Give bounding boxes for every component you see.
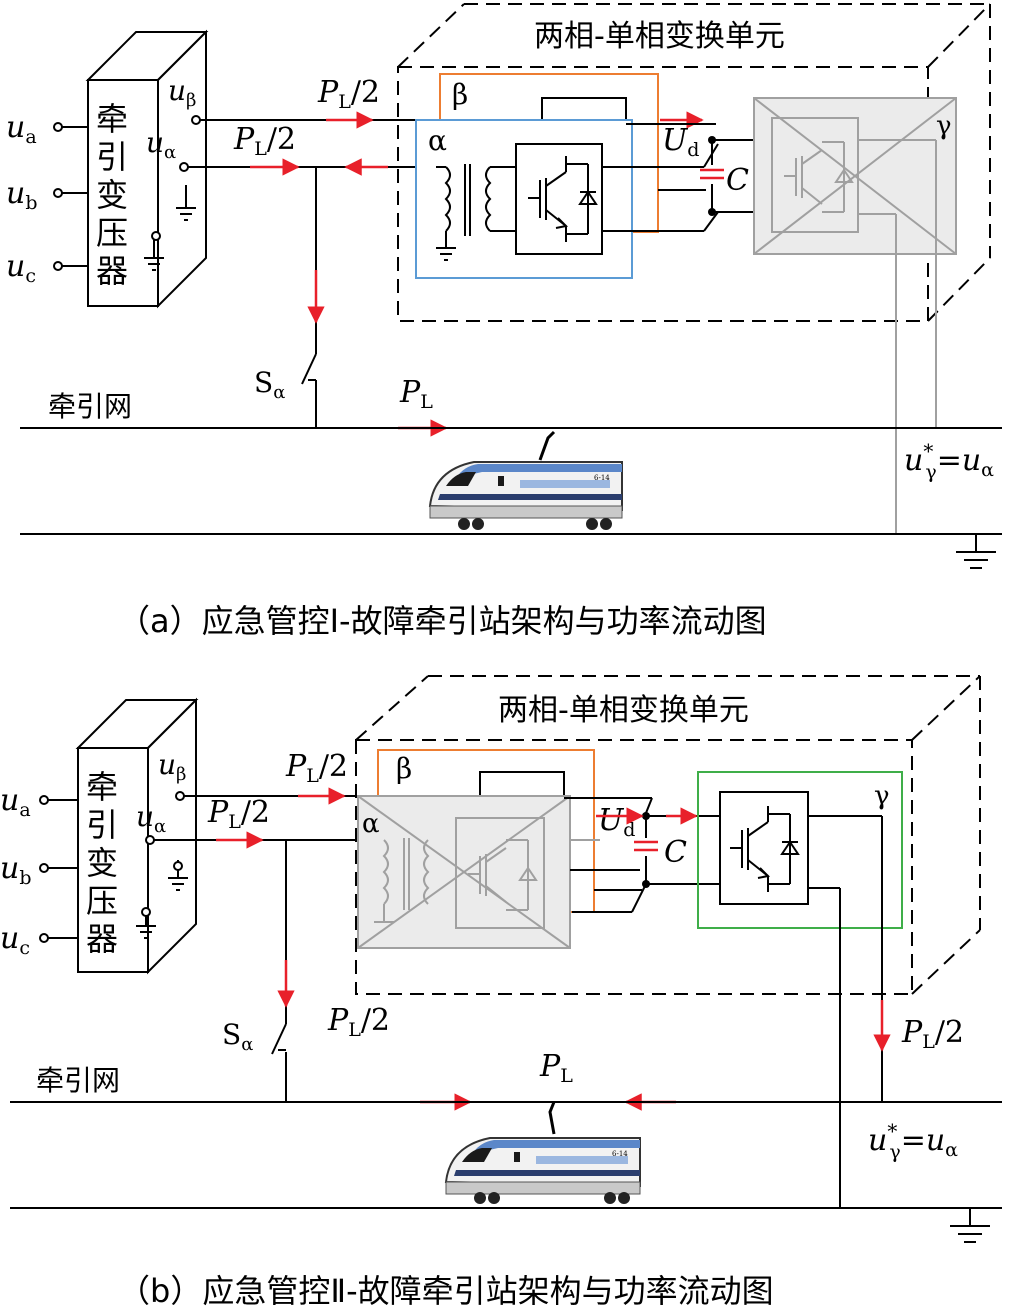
- panel-b: 两相-单相变换单元 牵 引 变 压 器 ua ub uc uβ uα: [0, 675, 1002, 1310]
- switch-label-a: Sα: [254, 366, 285, 403]
- caption-a: （a）应急管控Ⅰ-故障牵引站架构与功率流动图: [118, 602, 767, 640]
- gamma-leg-box-b: [697, 771, 903, 929]
- cap-label-b: C: [664, 835, 687, 870]
- train-code-b: 6-14: [612, 1150, 628, 1158]
- ref-label-b: u*γ=uα: [868, 1119, 958, 1163]
- flow-switch-label-b: PL/2: [327, 1003, 390, 1041]
- transformer-char-5: 器: [96, 252, 128, 290]
- beta-leg-label-a: β: [452, 78, 468, 111]
- caption-b: （b）应急管控Ⅱ-故障牵引站架构与功率流动图: [118, 1272, 774, 1310]
- input-ub: ub: [0, 851, 32, 889]
- converter-unit-box-a: [397, 3, 991, 322]
- port-beta-label-a: uβ: [168, 74, 196, 111]
- udc-label-a: Ud: [662, 123, 699, 161]
- alpha-leg-faulted-b: [357, 795, 571, 949]
- alpha-feeder-a: [188, 166, 436, 428]
- train-code-a: 6-14: [594, 474, 610, 482]
- panel-a: 两相-单相变换单元 牵 引 变 压 器 ua ub uc uβ uα: [6, 3, 1002, 640]
- switch-s-alpha-b: [271, 1023, 287, 1055]
- input-ub: ub: [6, 176, 38, 214]
- alpha-coupling-transformer-a: [436, 164, 516, 261]
- gamma-leg-label-a: γ: [936, 111, 952, 141]
- flow-beta-label-b: PL/2: [285, 749, 348, 787]
- input-ua: ua: [0, 783, 31, 821]
- udc-label-b: Ud: [598, 803, 635, 841]
- switch-s-alpha-a: [301, 353, 317, 385]
- flow-alpha-label-b: PL/2: [207, 795, 270, 833]
- capacitor-a: [700, 168, 724, 180]
- transformer-char-5: 器: [86, 920, 118, 958]
- ground-icon: [144, 185, 196, 271]
- port-alpha-label-a: uα: [146, 126, 176, 163]
- switch-label-b: Sα: [222, 1018, 253, 1055]
- train-icon: 6-14: [444, 1101, 641, 1204]
- input-uc: uc: [6, 249, 36, 287]
- port-alpha-label-b: uα: [136, 800, 166, 837]
- unit-title-a: 两相-单相变换单元: [534, 19, 785, 54]
- flow-beta-label-a: PL/2: [317, 75, 380, 113]
- capacitor-b: [634, 840, 658, 852]
- flow-grid-label-b: PL: [539, 1049, 573, 1087]
- flow-alpha-label-a: PL/2: [233, 122, 296, 160]
- gamma-output-b: [808, 815, 883, 1208]
- flow-gamma-label-b: PL/2: [901, 1015, 964, 1053]
- traction-transformer-b: 牵 引 变 压 器: [75, 697, 199, 975]
- transformer-char-3: 变: [96, 176, 128, 214]
- gamma-leg-faulted-a: [753, 97, 957, 534]
- grid-label-a: 牵引网: [48, 390, 132, 423]
- ref-label-a: u*γ=uα: [904, 439, 994, 483]
- ground-icon: [950, 1208, 990, 1243]
- igbt-symbol-icon: [528, 156, 598, 242]
- input-terminals-b: [39, 795, 78, 943]
- transformer-char-3: 变: [86, 844, 118, 882]
- transformer-char-4: 压: [86, 882, 118, 920]
- transformer-char-2: 引: [96, 138, 128, 176]
- transformer-char-4: 压: [96, 214, 128, 252]
- ground-icon: [956, 534, 996, 569]
- transformer-char-1: 牵: [96, 100, 128, 138]
- cap-label-a: C: [726, 163, 749, 198]
- input-ua: ua: [6, 110, 37, 148]
- beta-transformer-stub-b: [479, 771, 565, 799]
- igbt-symbol-icon: [730, 806, 800, 892]
- grid-label-b: 牵引网: [36, 1064, 120, 1097]
- flow-grid-label-a: PL: [399, 375, 433, 413]
- beta-leg-label-b: β: [396, 752, 412, 785]
- input-uc: uc: [0, 921, 30, 959]
- alpha-leg-label-a: α: [428, 124, 447, 157]
- gamma-leg-label-b: γ: [874, 781, 890, 811]
- train-icon: 6-14: [428, 430, 623, 530]
- converter-unit-box-b: [355, 675, 981, 995]
- input-terminals-a: [53, 122, 88, 271]
- transformer-char-1: 牵: [86, 768, 118, 806]
- dc-bus-a: [602, 123, 754, 232]
- unit-title-b: 两相-单相变换单元: [498, 693, 749, 728]
- alpha-leg-label-b: α: [362, 809, 380, 839]
- transformer-char-2: 引: [86, 806, 118, 844]
- port-beta-label-b: uβ: [158, 748, 186, 785]
